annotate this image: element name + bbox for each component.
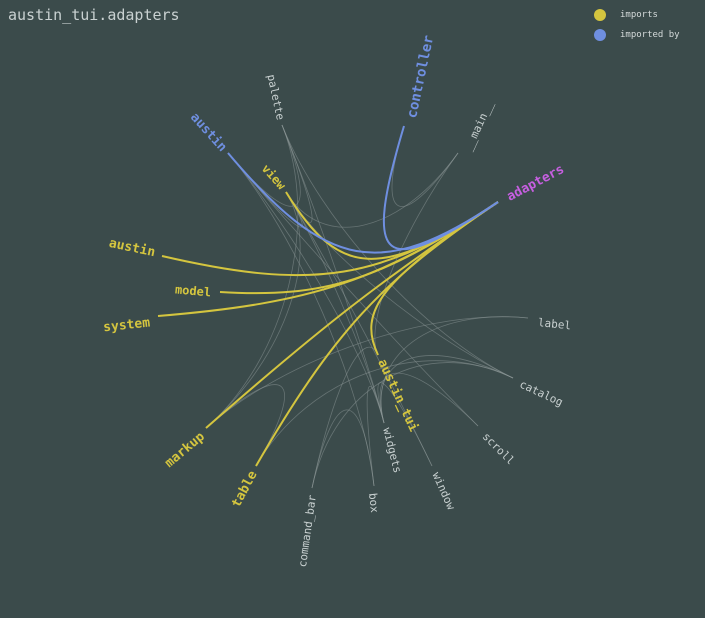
- edge-austin_tui-command_bar: [311, 346, 379, 489]
- legend: imports imported by: [594, 5, 680, 45]
- node-label-widgets[interactable]: widgets: [380, 426, 404, 474]
- node-label-label[interactable]: label: [537, 316, 571, 332]
- edge-main-austin_tui: [374, 152, 459, 356]
- node-label-catalog[interactable]: catalog: [517, 378, 565, 409]
- node-label-markup[interactable]: markup: [162, 429, 208, 471]
- node-label-austin-view[interactable]: austin: [187, 110, 230, 155]
- import-edge-adapters-table: [255, 201, 499, 467]
- node-label-scroll[interactable]: scroll: [480, 430, 517, 467]
- imports-dot-icon: [594, 9, 606, 21]
- node-label-command-bar[interactable]: command_bar: [296, 494, 319, 568]
- node-label-adapters[interactable]: adapters: [504, 162, 566, 205]
- node-label-window[interactable]: window: [430, 470, 458, 512]
- edge-label-markup: [205, 316, 529, 429]
- node-label-box[interactable]: box: [366, 492, 381, 513]
- edge-main-controller: [391, 125, 459, 207]
- imported-by-edge-austin_view-adapters: [227, 152, 499, 254]
- node-label-controller[interactable]: controller: [404, 34, 437, 120]
- edge-austin_view-widgets: [227, 152, 385, 424]
- legend-label-imported-by: imported by: [620, 30, 680, 40]
- edge-scroll-widgets: [379, 372, 479, 427]
- edge-box-widgets: [366, 386, 385, 487]
- edge-catalog-command_bar: [311, 362, 514, 489]
- page-title: austin_tui.adapters: [8, 6, 180, 24]
- imported-by-dot-icon: [594, 29, 606, 41]
- legend-item-imported-by[interactable]: imported by: [594, 25, 680, 45]
- node-label-austin[interactable]: austin: [107, 236, 156, 260]
- node-label-palette[interactable]: palette: [264, 73, 286, 121]
- node-label-view[interactable]: view: [259, 161, 289, 192]
- edge-main-view: [285, 152, 459, 228]
- edge-catalog-widgets: [380, 355, 514, 424]
- node-label-main[interactable]: __main__: [462, 99, 496, 153]
- legend-item-imports[interactable]: imports: [594, 5, 680, 25]
- import-edge-adapters-view: [285, 191, 499, 260]
- edge-table-markup: [205, 384, 285, 467]
- edge-austin_view-box: [227, 152, 375, 487]
- legend-label-imports: imports: [620, 10, 658, 20]
- import-edge-adapters-model: [219, 201, 499, 295]
- edge-palette-markup: [205, 124, 299, 429]
- edge-palette-catalog: [281, 124, 514, 379]
- edge-command_bar-box: [311, 409, 375, 489]
- node-label-system[interactable]: system: [103, 316, 151, 336]
- edge-view-markup: [205, 191, 301, 429]
- node-label-table[interactable]: table: [229, 468, 261, 510]
- edge-window-widgets: [377, 382, 433, 467]
- imported-by-edge-controller-adapters: [382, 125, 499, 251]
- node-label-model[interactable]: model: [174, 282, 211, 299]
